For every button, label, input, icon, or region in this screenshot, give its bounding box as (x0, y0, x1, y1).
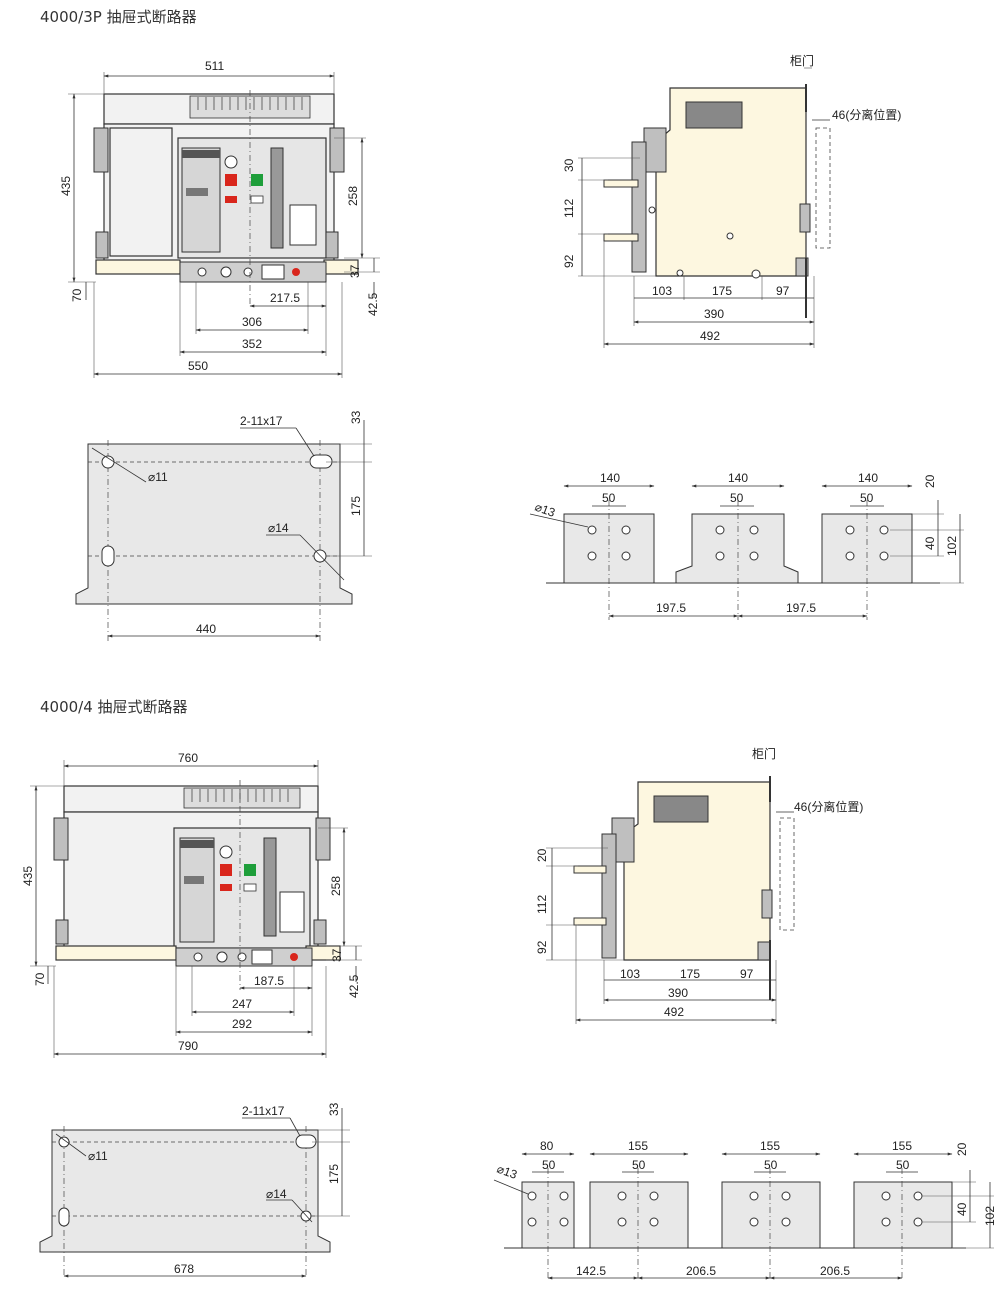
dim-258-4p: 258 (329, 876, 343, 896)
dim-20-3p: 20 (923, 474, 937, 488)
front-view-4p (53, 780, 341, 990)
dim-306: 306 (242, 315, 262, 329)
label-slot-3p: 2-11x17 (240, 414, 283, 428)
dim-50-b: 50 (730, 491, 744, 505)
dim-30: 30 (562, 158, 576, 172)
dim-33-4p: 33 (327, 1102, 341, 1116)
dim-142-5: 142.5 (576, 1264, 606, 1278)
dim-390-4p: 390 (668, 986, 688, 1000)
dim-247: 247 (232, 997, 252, 1011)
dim-42-5-4p: 42.5 (347, 974, 361, 998)
dim-155-a: 155 (628, 1139, 648, 1153)
dim-37: 37 (348, 264, 362, 278)
mounting-plate-4p: ⌀11 2-11x17 ⌀14 33 175 678 (39, 1102, 350, 1278)
dim-155-c: 155 (892, 1139, 912, 1153)
dim-112-4p: 112 (535, 895, 549, 914)
dim-40-4p: 40 (955, 1202, 969, 1216)
dim-155-b: 155 (760, 1139, 780, 1153)
side-dims-3p: 柜门 46(分离位置) 30 112 92 103 175 97 390 492 (562, 53, 901, 348)
label-separation: 46(分离位置) (832, 107, 901, 122)
mounting-plate-3p: ⌀11 2-11x17 ⌀14 33 175 440 (75, 410, 372, 642)
dim-37-4p: 37 (330, 948, 344, 962)
dim-103: 103 (652, 284, 672, 298)
terminals-4p: 80 155 155 155 50 50 50 50 ⌀13 20 40 102… (493, 1139, 997, 1280)
dim-511: 511 (205, 59, 224, 73)
front-dims-4p: 760 435 70 258 37 42.5 187.5 247 292 790 (21, 751, 362, 1058)
front-view-3p (93, 90, 359, 306)
dim-140-c: 140 (858, 471, 878, 485)
dim-97-4p: 97 (740, 967, 754, 981)
dim-197-5-b: 197.5 (786, 601, 816, 615)
dim-40-3p: 40 (923, 536, 937, 550)
label-hole-11-4p: ⌀11 (88, 1149, 108, 1163)
dim-92: 92 (562, 254, 576, 268)
dim-435: 435 (59, 176, 73, 196)
dim-790: 790 (178, 1039, 198, 1053)
label-hole-14-3p: ⌀14 (268, 521, 289, 535)
dim-70: 70 (70, 288, 84, 302)
dim-390: 390 (704, 307, 724, 321)
side-dims-4p: 柜门 46(分离位置) 20 112 92 103 175 97 390 492 (535, 746, 863, 1024)
dim-50-4p-c: 50 (764, 1158, 778, 1172)
dim-97: 97 (776, 284, 790, 298)
dim-50-4p-d: 50 (896, 1158, 910, 1172)
section-title-3p: 4000/3P 抽屉式断路器 (40, 8, 197, 26)
label-slot-4p: 2-11x17 (242, 1104, 285, 1118)
dim-217-5: 217.5 (270, 291, 300, 305)
dim-175-mount-4p: 175 (327, 1164, 341, 1184)
dim-175-mount-3p: 175 (349, 496, 363, 516)
front-dims-3p: 511 435 70 258 37 42.5 217.5 306 352 550 (59, 59, 380, 378)
side-view-4p (573, 776, 795, 1000)
dim-435-4p: 435 (21, 866, 35, 886)
section-title-4p: 4000/4 抽屉式断路器 (40, 698, 188, 716)
dim-352: 352 (242, 337, 262, 351)
dim-20-4p: 20 (955, 1142, 969, 1156)
dim-50-4p-a: 50 (542, 1158, 556, 1172)
dim-50-c: 50 (860, 491, 874, 505)
label-hole-13-3p: ⌀13 (533, 500, 557, 520)
label-hole-13-4p: ⌀13 (495, 1162, 519, 1182)
dim-42-5: 42.5 (366, 292, 380, 316)
dim-175: 175 (712, 284, 732, 298)
label-separation-4p: 46(分离位置) (794, 799, 863, 814)
dim-70-4p: 70 (33, 972, 47, 986)
dim-112: 112 (562, 199, 576, 218)
dim-50-4p-b: 50 (632, 1158, 646, 1172)
dim-760: 760 (178, 751, 198, 765)
dim-206-5-a: 206.5 (686, 1264, 716, 1278)
dim-102-3p: 102 (945, 536, 959, 556)
dim-292: 292 (232, 1017, 252, 1031)
dim-20-side-4p: 20 (535, 848, 549, 862)
dim-103-4p: 103 (620, 967, 640, 981)
label-cabinet-door: 柜门 (790, 53, 814, 68)
dim-102-4p: 102 (983, 1206, 997, 1226)
dim-258: 258 (346, 186, 360, 206)
dim-175-4p: 175 (680, 967, 700, 981)
dim-80: 80 (540, 1139, 554, 1153)
dim-492-4p: 492 (664, 1005, 684, 1019)
dim-187-5: 187.5 (254, 974, 284, 988)
dim-197-5-a: 197.5 (656, 601, 686, 615)
label-cabinet-door-4p: 柜门 (752, 746, 776, 761)
dim-92-4p: 92 (535, 940, 549, 954)
dim-440: 440 (196, 622, 216, 636)
terminals-3p: 140 140 140 50 50 50 ⌀13 20 40 102 197.5… (529, 471, 964, 620)
label-hole-11-3p: ⌀11 (148, 470, 168, 484)
dim-140-a: 140 (600, 471, 620, 485)
dim-206-5-b: 206.5 (820, 1264, 850, 1278)
dim-550: 550 (188, 359, 208, 373)
side-view-3p (603, 84, 831, 318)
label-hole-14-4p: ⌀14 (266, 1187, 287, 1201)
dim-50-a: 50 (602, 491, 616, 505)
dim-492: 492 (700, 329, 720, 343)
dim-33-3p: 33 (349, 410, 363, 424)
dim-678: 678 (174, 1262, 194, 1276)
dim-140-b: 140 (728, 471, 748, 485)
